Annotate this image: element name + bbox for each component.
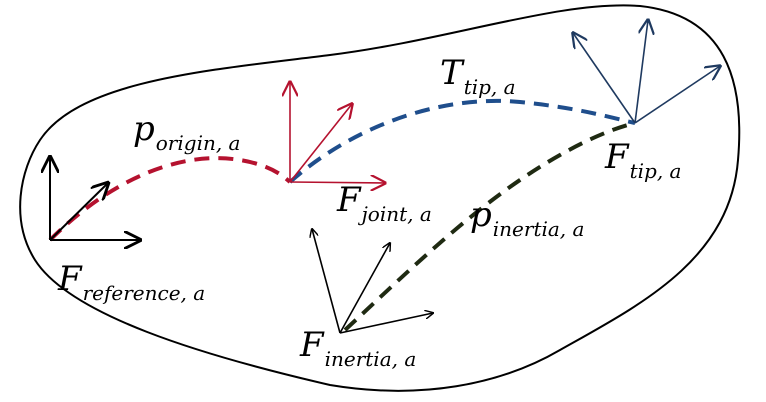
label-t-tip-sub: tip, a (463, 75, 516, 99)
label-f-tip-main: F (605, 137, 629, 177)
label-f-reference-sub: reference, a (82, 281, 206, 305)
label-f-inertia-sub: inertia, a (324, 347, 417, 371)
label-f-tip: Ftip, a (605, 137, 681, 181)
joint-frame-x-axis (289, 182, 385, 183)
inertia-frame-z-axis (339, 243, 390, 334)
label-p-origin: porigin, a (133, 109, 240, 153)
tip-frame-z-axis (634, 20, 648, 124)
label-t-tip: Ttip, a (440, 53, 516, 97)
label-f-joint-sub: joint, a (361, 202, 432, 226)
label-f-reference: Freference, a (58, 259, 205, 303)
p-origin-curve (48, 156, 292, 242)
label-f-tip-sub: tip, a (629, 159, 682, 183)
inertia-frame-y-axis (312, 229, 341, 334)
reference-frame-z-axis (49, 183, 108, 241)
t-tip-curve (288, 98, 636, 184)
label-p-inertia-main: p (470, 195, 492, 235)
tip-frame-x-axis (634, 66, 720, 124)
label-f-joint: Fjoint, a (337, 180, 432, 224)
rigid-body-outline (19, 4, 741, 392)
label-f-reference-main: F (58, 259, 82, 299)
label-f-inertia-main: F (300, 325, 324, 365)
joint-frame-z-axis (289, 104, 352, 183)
label-f-joint-main: F (337, 180, 361, 220)
tip-frame (573, 20, 720, 124)
inertia-frame-x-axis (339, 313, 433, 334)
label-p-origin-sub: origin, a (155, 131, 241, 155)
label-f-inertia: Finertia, a (300, 325, 416, 369)
label-p-origin-main: p (133, 109, 155, 149)
label-t-tip-main: T (440, 53, 463, 93)
joint-frame (290, 82, 385, 183)
label-p-inertia: pinertia, a (470, 195, 584, 239)
label-p-inertia-sub: inertia, a (492, 217, 585, 241)
reference-frame (50, 157, 140, 240)
tip-frame-y-axis (573, 33, 636, 124)
inertia-frame (312, 229, 433, 334)
